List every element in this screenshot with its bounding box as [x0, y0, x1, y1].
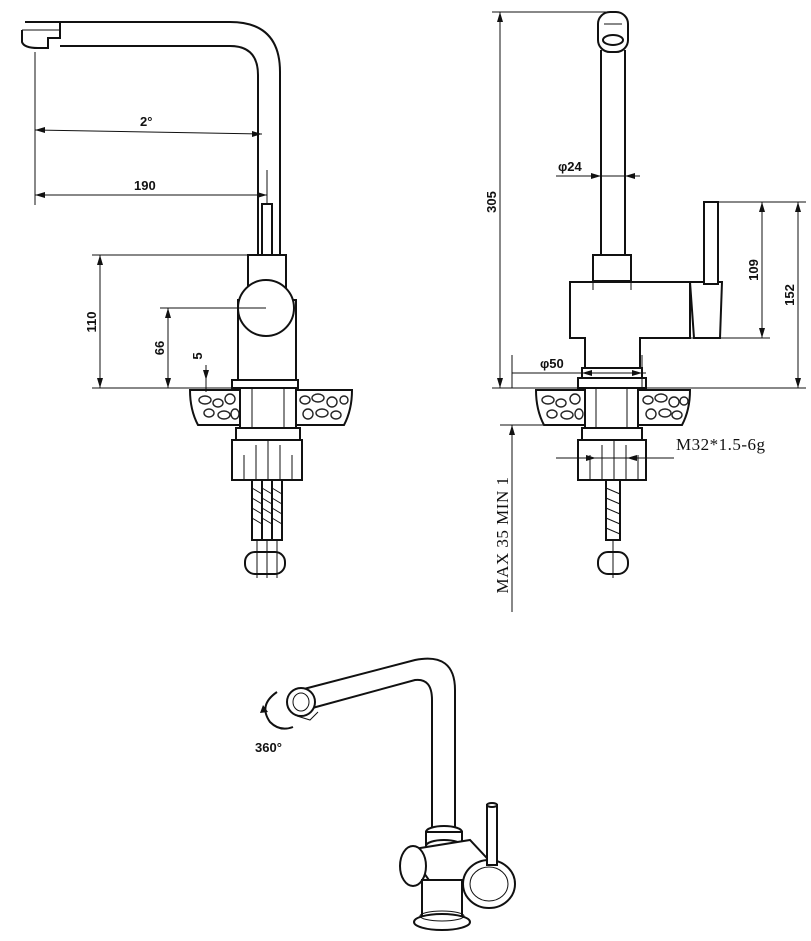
base-diameter-label: φ50 [540, 356, 564, 371]
front-view: 2° 190 110 66 5 [21, 21, 354, 578]
height-dimension-label: 110 [84, 312, 99, 333]
base-dimension-label: 5 [190, 352, 205, 359]
front-dimensions: 2° 190 110 66 5 [34, 52, 268, 392]
handle-total-dimension-label: 152 [782, 284, 797, 306]
side-hose [597, 479, 629, 578]
handle-dimension-label: 109 [746, 259, 761, 281]
spout-diameter-label: φ24 [558, 159, 583, 174]
deck-thickness-label: MAX 35 MIN 1 [493, 477, 512, 594]
front-countertop-section [188, 389, 354, 426]
lever-axis-dimension-label: 66 [152, 341, 167, 355]
angle-dimension-label: 2° [140, 114, 152, 129]
side-view: 305 φ24 109 152 [484, 11, 806, 612]
reach-dimension-label: 190 [134, 178, 156, 193]
front-hoses [244, 479, 286, 578]
thread-dimension-label: M32*1.5-6g [676, 435, 766, 454]
side-dimensions: 305 φ24 109 152 [484, 11, 806, 612]
rotation-label: 360° [255, 740, 282, 755]
perspective-view: 360° [255, 657, 516, 931]
total-height-dimension-label: 305 [484, 191, 499, 213]
